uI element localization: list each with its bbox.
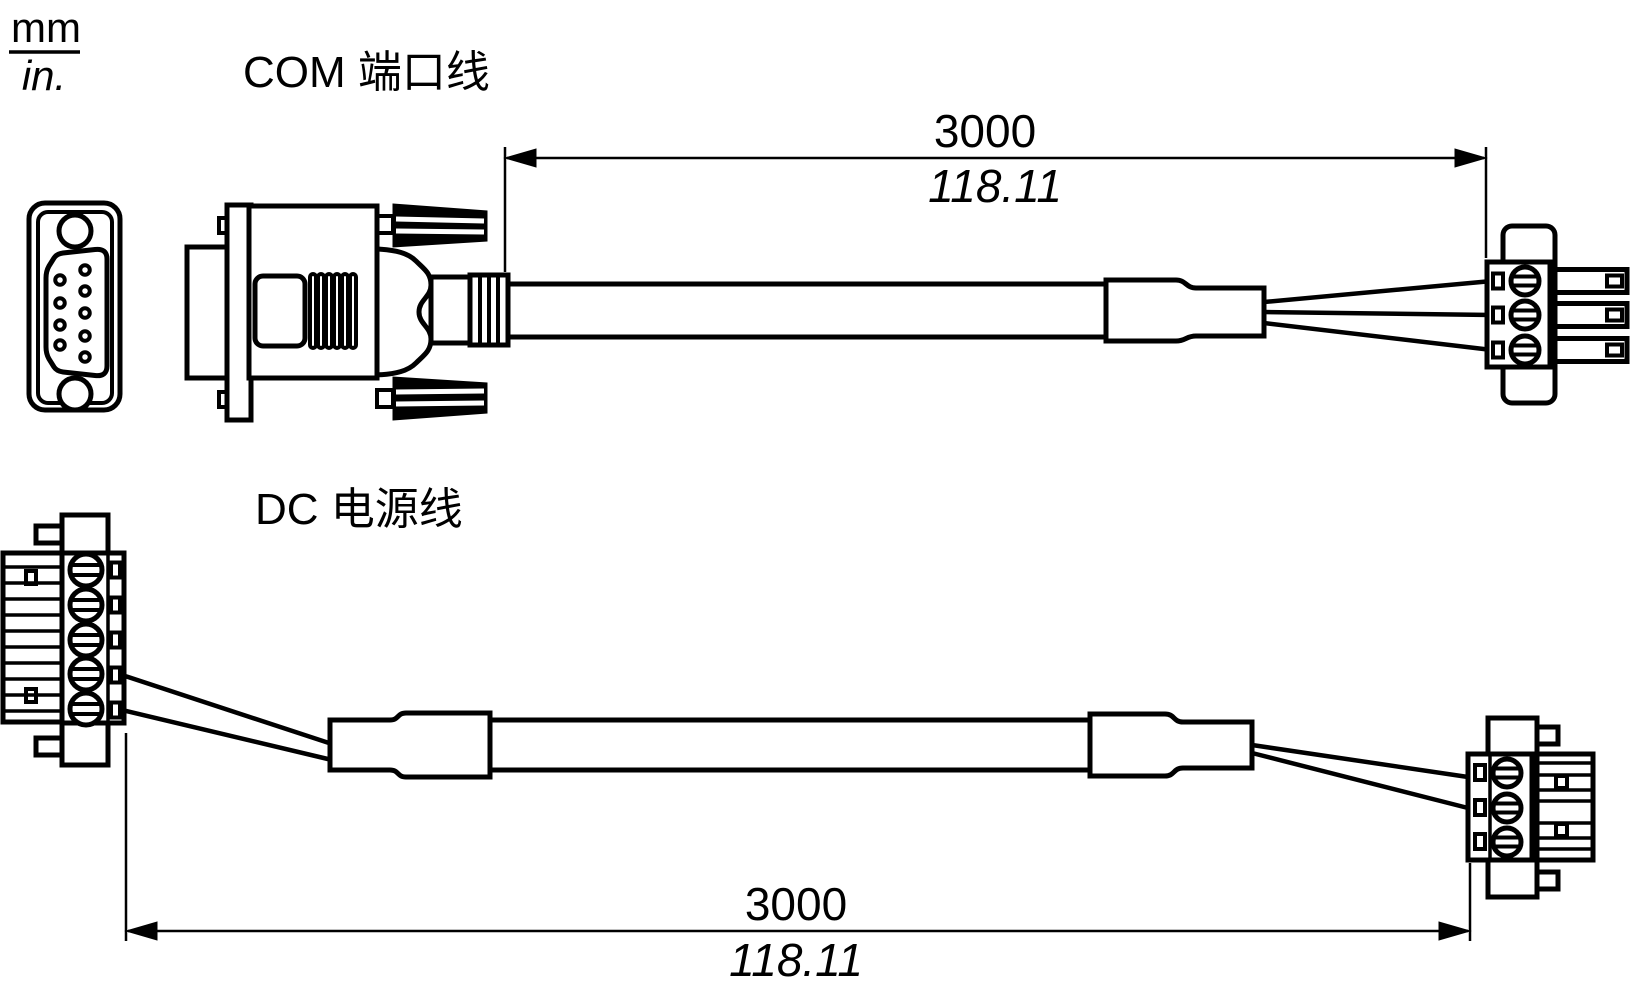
wire — [1263, 309, 1493, 318]
pin-hole — [53, 296, 67, 310]
strain-relief — [428, 274, 473, 346]
dc-cable-run — [121, 672, 1469, 811]
ferrite-bead-right — [1087, 711, 1255, 779]
pin-notch — [1554, 822, 1569, 838]
thumbscrew-cone — [392, 376, 488, 421]
unit-mm-label: mm — [11, 4, 81, 51]
db9-d-shell — [43, 246, 110, 379]
dc-dimension-mm: 3000 — [745, 878, 847, 930]
wire — [121, 707, 333, 763]
pin-notch — [24, 687, 38, 704]
arrowhead-left — [503, 148, 537, 168]
pin-notch — [24, 569, 38, 586]
wire — [1251, 742, 1469, 780]
pin-hole — [78, 350, 92, 364]
wire-entry — [1491, 271, 1505, 291]
wire — [1263, 278, 1493, 305]
grip-ribs — [308, 272, 358, 350]
com-dimension: 3000 118.11 — [503, 105, 1488, 272]
unit-in-label: in. — [22, 52, 66, 99]
mounting-tab-top — [33, 523, 65, 546]
pin-hole — [78, 329, 92, 343]
thumbscrew-top — [375, 203, 488, 248]
db9-pin-holes — [53, 263, 92, 364]
wire-entry — [1473, 832, 1487, 851]
wire-entry — [1491, 340, 1505, 360]
mating-face — [184, 244, 233, 381]
pin-hole — [53, 318, 67, 332]
pin-notch — [1554, 774, 1569, 790]
pin-notch — [1605, 342, 1624, 358]
ferrite-bead-left — [327, 710, 493, 780]
com-cable-title: COM 端口线 — [243, 48, 490, 97]
com-dimension-in: 118.11 — [928, 160, 1062, 212]
wire-entry — [109, 560, 122, 580]
pin — [1547, 301, 1630, 329]
dc-terminal-block-5pin — [0, 512, 127, 768]
ferrite-bead — [1103, 277, 1267, 344]
dc-cable-title: DC 电源线 — [255, 485, 463, 534]
thumbscrew-cone — [392, 203, 488, 248]
terminal-screw — [1490, 791, 1524, 825]
thumbscrew-bottom — [375, 376, 488, 421]
wire — [121, 672, 333, 747]
wire-entry — [1473, 798, 1487, 817]
db9-screw-hole-top — [56, 212, 94, 250]
arrowhead-left — [124, 921, 158, 941]
terminal-screw — [1490, 756, 1524, 790]
pin-hole — [53, 273, 67, 287]
wire-entry — [1473, 763, 1487, 782]
wire-entry — [109, 595, 122, 615]
pin — [1547, 267, 1630, 295]
pin — [1547, 336, 1630, 364]
terminal-screw — [67, 655, 105, 693]
arrowhead-right — [1438, 921, 1472, 941]
terminal-screw — [67, 621, 105, 659]
wire-entry — [109, 700, 122, 720]
wire-entry — [109, 630, 122, 650]
wire-entry — [1491, 305, 1505, 325]
com-cable-run — [508, 277, 1493, 353]
db9-connector-front-view — [26, 200, 123, 413]
mounting-tab-bottom — [1534, 869, 1561, 892]
pin-hole — [78, 263, 92, 277]
dc-dimension: 3000 118.11 — [124, 733, 1472, 986]
terminal-screw — [67, 690, 105, 728]
terminal-screw — [1490, 825, 1524, 859]
mounting-tab-top — [1534, 724, 1561, 747]
arrowhead-right — [1454, 148, 1488, 168]
wire — [1251, 750, 1469, 811]
wire-entry — [109, 665, 122, 685]
units-legend: mm in. — [9, 4, 81, 99]
terminal-screw — [1508, 298, 1542, 332]
mounting-tab-bottom — [33, 735, 65, 758]
wire — [1263, 320, 1493, 353]
pin-notch — [1605, 273, 1624, 289]
dc-dimension-in: 118.11 — [729, 934, 863, 986]
cable-bushing — [467, 272, 511, 348]
pin-shroud — [1534, 751, 1596, 863]
pin-hole — [53, 338, 67, 352]
terminal-screw — [67, 551, 105, 589]
pin-notch — [1605, 307, 1624, 323]
pin-comb — [0, 550, 65, 725]
pin-hole — [78, 284, 92, 298]
db9-screw-hole-bottom — [56, 375, 94, 413]
body-window — [252, 273, 308, 349]
cable-boot — [376, 246, 434, 378]
terminal-screw — [1508, 333, 1542, 367]
com-dimension-mm: 3000 — [934, 105, 1036, 157]
terminal-screw — [67, 586, 105, 624]
com-terminal-block-3pin — [1484, 223, 1630, 406]
dc-terminal-block-3pin — [1465, 715, 1596, 900]
terminal-screw — [1508, 264, 1542, 298]
db9-connector-side-view — [184, 202, 511, 423]
pin-hole — [78, 306, 92, 320]
